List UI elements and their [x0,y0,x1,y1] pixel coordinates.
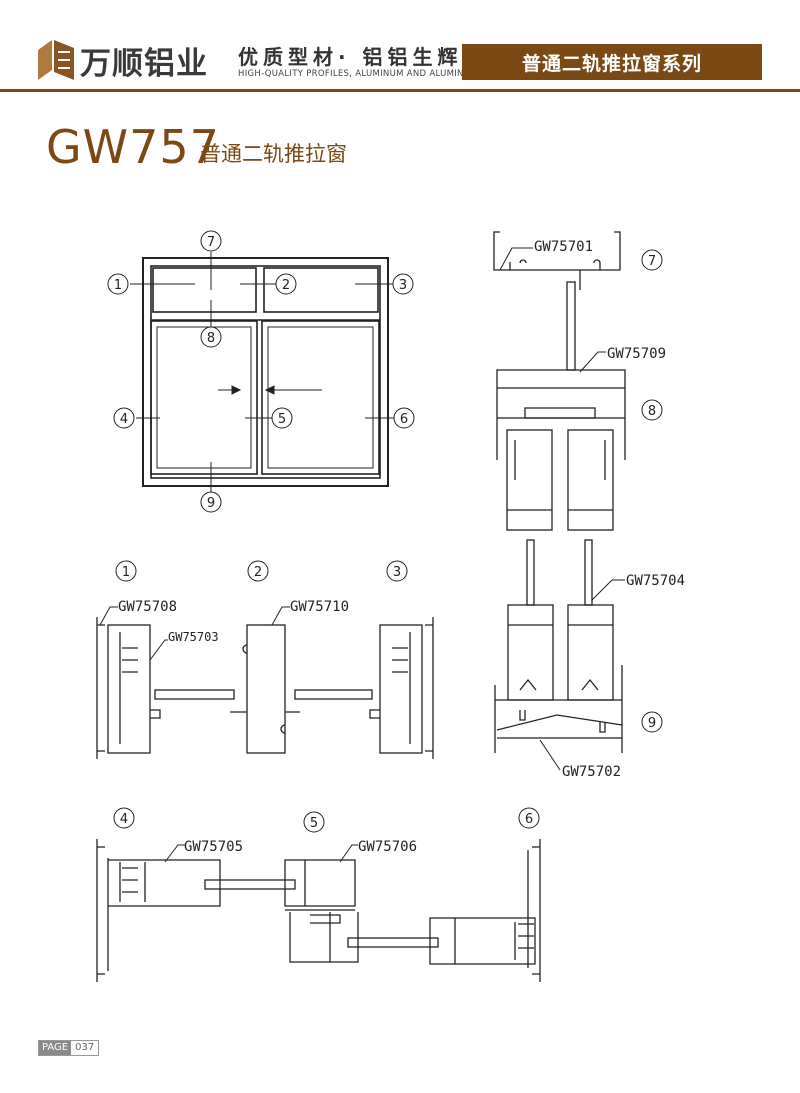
profile-label-gw75710: GW75710 [290,599,349,615]
profile-label-gw75709: GW75709 [607,346,666,362]
series-banner: 普通二轨推拉窗系列 [462,44,762,80]
callout-5: 5 [278,412,286,427]
brand-name: 万顺铝业 [80,46,208,82]
slogan-english: HIGH-QUALITY PROFILES, ALUMINUM AND ALUM… [238,69,478,79]
section-4-5-6 [96,839,541,982]
callout-3: 3 [399,278,407,293]
page-number: 037 [75,1042,95,1053]
model-subtitle: 普通二轨推拉窗 [200,142,347,166]
profile-label-gw75704: GW75704 [626,573,685,589]
callout-1: 1 [114,278,122,293]
callout-2: 2 [282,278,290,293]
section-1-2-3 [96,617,434,759]
section-callout-6: 6 [525,812,533,827]
callout-circles [107,230,663,833]
page-indicator: PAGE 037 [38,1040,100,1056]
profile-label-gw75705: GW75705 [184,839,243,855]
header-divider [0,89,800,92]
slogan: 优质型材· 铝铝生辉 [238,45,463,69]
callout-9: 9 [207,496,215,511]
callout-8: 8 [207,331,215,346]
section-callout-4: 4 [120,812,128,827]
section-callout-5: 5 [310,816,318,831]
callout-7: 7 [207,235,215,250]
section-callout-3: 3 [393,565,401,580]
model-title: GW757 [46,120,220,174]
profile-label-gw75703: GW75703 [168,630,219,644]
page-label: PAGE [39,1041,72,1055]
profile-label-gw75702: GW75702 [562,764,621,780]
callout-6: 6 [400,412,408,427]
profile-label-gw75701: GW75701 [534,239,593,255]
profile-label-gw75708: GW75708 [118,599,177,615]
profile-label-gw75706: GW75706 [358,839,417,855]
section-callout-9: 9 [648,716,656,731]
section-callout-1: 1 [122,565,130,580]
vertical-section [493,231,626,753]
logo-icon [38,40,74,80]
section-callout-8: 8 [648,404,656,419]
callout-4: 4 [120,412,128,427]
window-elevation [130,252,394,492]
section-callout-7: 7 [648,254,656,269]
section-callout-2: 2 [254,565,262,580]
